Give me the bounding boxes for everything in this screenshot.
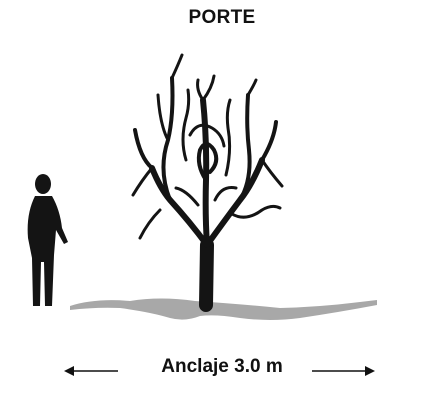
diagram-title: PORTE bbox=[188, 7, 256, 28]
person-silhouette-icon bbox=[27, 174, 68, 306]
ground-profile bbox=[70, 298, 377, 320]
tree-silhouette-icon bbox=[131, 53, 284, 312]
dimension-arrows bbox=[64, 366, 375, 376]
anchorage-width-label: Anclaje 3.0 m bbox=[161, 356, 283, 377]
